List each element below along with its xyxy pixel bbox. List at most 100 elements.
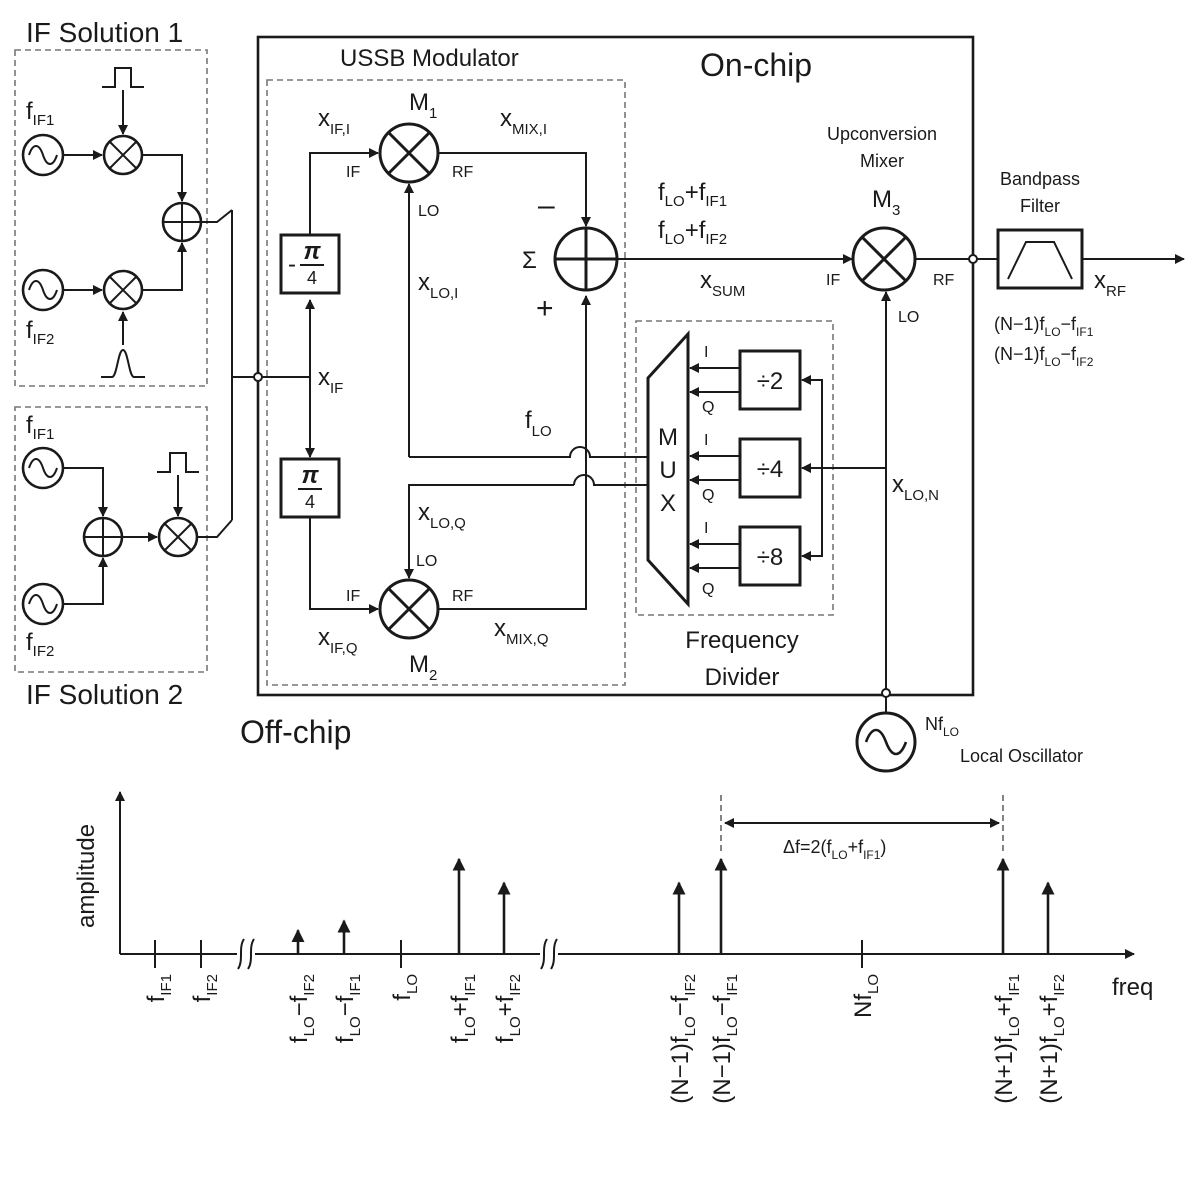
svg-text:Σ: Σ — [522, 247, 537, 274]
x-if-i-label: xIF,I — [318, 105, 350, 138]
tick-label-8: (N−1)fLO−fIF1 — [709, 974, 741, 1104]
upconversion-label-2: Mixer — [860, 151, 904, 171]
svg-text:4: 4 — [307, 268, 317, 288]
tick-label-9: NfLO — [850, 974, 882, 1018]
f-if1-label-b: fIF1 — [26, 412, 54, 443]
bandpass-label-2: Filter — [1020, 196, 1060, 216]
if-selector-switch — [231, 210, 263, 520]
m1-label: M1 — [409, 89, 437, 122]
delta-f-label: Δf=2(fLO+fIF1) — [783, 837, 886, 862]
tick-label-4: fLO — [389, 974, 421, 1001]
svg-text:Q: Q — [702, 487, 714, 504]
mux-block — [646, 330, 690, 608]
x-lo-i-label: xLO,I — [418, 269, 458, 302]
tick-label-10: (N+1)fLO+fIF1 — [991, 974, 1023, 1104]
m3-label: M3 — [872, 186, 900, 219]
x-mix-i-label: xMIX,I — [500, 105, 547, 138]
adder-2 — [82, 516, 124, 558]
flo-plus-fif2-label: fLO+fIF2 — [658, 217, 727, 248]
svg-text:4: 4 — [305, 492, 315, 512]
svg-text:π: π — [303, 238, 321, 265]
svg-text:Q: Q — [702, 399, 714, 416]
mixer-1b — [102, 269, 144, 311]
tick-label-0: fIF1 — [143, 974, 175, 1002]
svg-text:÷8: ÷8 — [757, 544, 784, 571]
axis-break-2 — [540, 938, 558, 970]
tick-label-3: fLO−fIF1 — [332, 974, 364, 1043]
tick-labels: fIF1 fIF2 fLO−fIF2 fLO−fIF1 fLO fLO+fIF1 fLO+f… — [143, 974, 1068, 1104]
svg-text:RF: RF — [452, 164, 474, 181]
frequency-divider: M U X ÷2 ÷4 ÷8 I Q I Q I Q — [646, 330, 886, 608]
svg-text:X: X — [660, 490, 676, 517]
mixer-m1 — [378, 122, 440, 184]
spectral-lines — [291, 857, 1055, 954]
sine-source-if2-b — [21, 582, 65, 626]
f-if1-label: fIF1 — [26, 98, 54, 129]
local-oscillator-source — [855, 711, 917, 773]
bandpass-label-1: Bandpass — [1000, 169, 1080, 189]
rect-pulse-icon-b — [157, 452, 199, 473]
tick-label-11: (N+1)fLO+fIF2 — [1036, 974, 1068, 1104]
tick-label-6: fLO+fIF2 — [492, 974, 524, 1043]
svg-text:÷4: ÷4 — [757, 456, 784, 483]
divide-by-4 — [738, 437, 802, 499]
tick-label-2: fLO−fIF2 — [286, 974, 318, 1043]
if-solution-1-box — [14, 49, 208, 387]
svg-text:÷2: ÷2 — [757, 368, 784, 395]
phase-shift-pos-pi4: π 4 — [279, 457, 341, 519]
m2-label: M2 — [409, 651, 437, 684]
frequency-divider-label-1: Frequency — [685, 627, 798, 654]
x-lo-q-label: xLO,Q — [418, 499, 466, 532]
x-mix-q-label: xMIX,Q — [494, 615, 549, 648]
spectrum-chart: amplitude freq fIF1fIF2fLO−fIF2fLO−fIF1f… — [73, 791, 1153, 1104]
bandpass-filter — [996, 228, 1084, 290]
svg-text:I: I — [704, 520, 708, 537]
block-diagram: IF Solution 1 IF Solution 2 USSB Modulat… — [14, 17, 1185, 773]
summer-sigma — [553, 226, 619, 292]
flo-plus-fif1-label: fLO+fIF1 — [658, 179, 727, 210]
svg-text:–: – — [538, 189, 555, 222]
adder-1 — [161, 201, 203, 243]
f-if2-label-b: fIF2 — [26, 629, 54, 660]
upconversion-label-1: Upconversion — [827, 124, 937, 144]
gaussian-pulse-icon — [101, 348, 145, 378]
f-lo-label: fLO — [525, 407, 552, 440]
if-solution-2-box — [14, 406, 208, 673]
image-1-label: (N−1)fLO−fIF1 — [994, 314, 1094, 339]
divide-by-8 — [738, 525, 802, 587]
svg-text:IF: IF — [826, 272, 840, 289]
svg-text:U: U — [659, 457, 676, 484]
rect-pulse-icon — [102, 67, 144, 88]
svg-text:LO: LO — [418, 203, 439, 220]
sine-source-if2 — [21, 268, 65, 312]
upconversion-mixer-m3 — [851, 226, 917, 292]
on-chip-title: On-chip — [700, 47, 812, 83]
mixer-1a — [102, 134, 144, 176]
divide-by-2 — [738, 349, 802, 411]
tick-label-1: fIF2 — [189, 974, 221, 1002]
mixer-2 — [157, 516, 199, 558]
svg-text:I: I — [704, 344, 708, 361]
x-if-label: xIF — [318, 364, 343, 397]
svg-text:π: π — [301, 462, 319, 489]
on-chip-boundary — [256, 35, 975, 697]
ussb-modulator: xIF - π 4 π 4 xIF,I M1 IF RF LO xMIX,I — [262, 89, 649, 684]
local-oscillator-label: Local Oscillator — [960, 746, 1083, 766]
svg-text:M: M — [658, 424, 678, 451]
tick-label-5: fLO+fIF1 — [447, 974, 479, 1043]
sine-source-if1-b — [21, 446, 65, 490]
svg-text:-: - — [288, 251, 296, 278]
x-if-q-label: xIF,Q — [318, 624, 358, 657]
frequency-divider-label-2: Divider — [705, 664, 780, 691]
x-lo-n-label: xLO,N — [892, 471, 939, 504]
tick-label-7: (N−1)fLO−fIF2 — [667, 974, 699, 1104]
nf-lo-label: NfLO — [925, 714, 959, 739]
svg-text:I: I — [704, 432, 708, 449]
ussb-modulator-title: USSB Modulator — [340, 45, 519, 72]
svg-text:IF: IF — [346, 164, 360, 181]
y-axis-label: amplitude — [73, 824, 100, 928]
if-solution-2: fIF1 fIF2 — [21, 412, 233, 660]
ussb-modulator-box — [266, 79, 626, 686]
svg-text:Q: Q — [702, 581, 714, 598]
x-sum-label: xSUM — [700, 267, 745, 300]
